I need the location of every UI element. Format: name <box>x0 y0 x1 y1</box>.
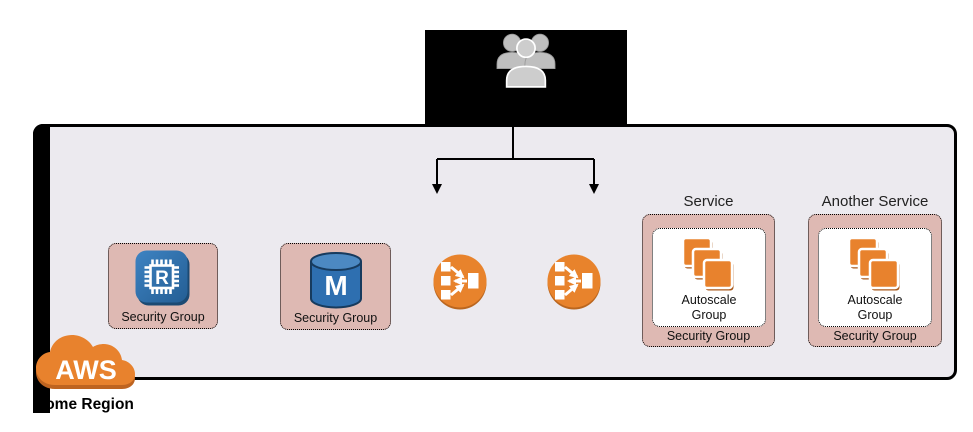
database-m-icon: M <box>281 249 390 316</box>
autoscale-group: Autoscale Group <box>818 228 932 327</box>
service-security-group: Autoscale Group Security Group <box>642 214 775 347</box>
security-group-redis: R Security Group <box>108 243 218 329</box>
service-title: Service <box>683 193 734 210</box>
security-group-database: M Security Group <box>280 243 391 330</box>
load-balancer-icon-2 <box>545 252 603 317</box>
security-group-label: Security Group <box>666 329 751 343</box>
security-group-label: Security Group <box>121 310 205 324</box>
svg-text:R: R <box>155 268 169 289</box>
aws-cloud-text: AWS <box>55 355 117 385</box>
aws-cloud-logo: AWS <box>36 335 135 389</box>
service-security-group: Autoscale Group Security Group <box>808 214 942 347</box>
load-balancer-icon-1 <box>431 252 489 317</box>
autoscale-group: Autoscale Group <box>652 228 766 327</box>
security-group-label: Security Group <box>833 329 917 343</box>
instances-stack-icon <box>847 236 900 291</box>
service-title: Another Service <box>821 193 929 210</box>
autoscale-group-label: Autoscale Group <box>681 293 737 322</box>
security-group-label: Security Group <box>293 311 378 325</box>
svg-text:M: M <box>324 270 347 301</box>
home-region-label: Home Region <box>34 396 134 413</box>
instances-stack-icon <box>681 236 734 291</box>
users-node <box>425 30 627 124</box>
region-left-bar <box>33 124 50 413</box>
autoscale-group-label: Autoscale Group <box>847 293 903 322</box>
redis-chip-icon: R <box>109 249 217 312</box>
users-icon <box>496 33 556 88</box>
